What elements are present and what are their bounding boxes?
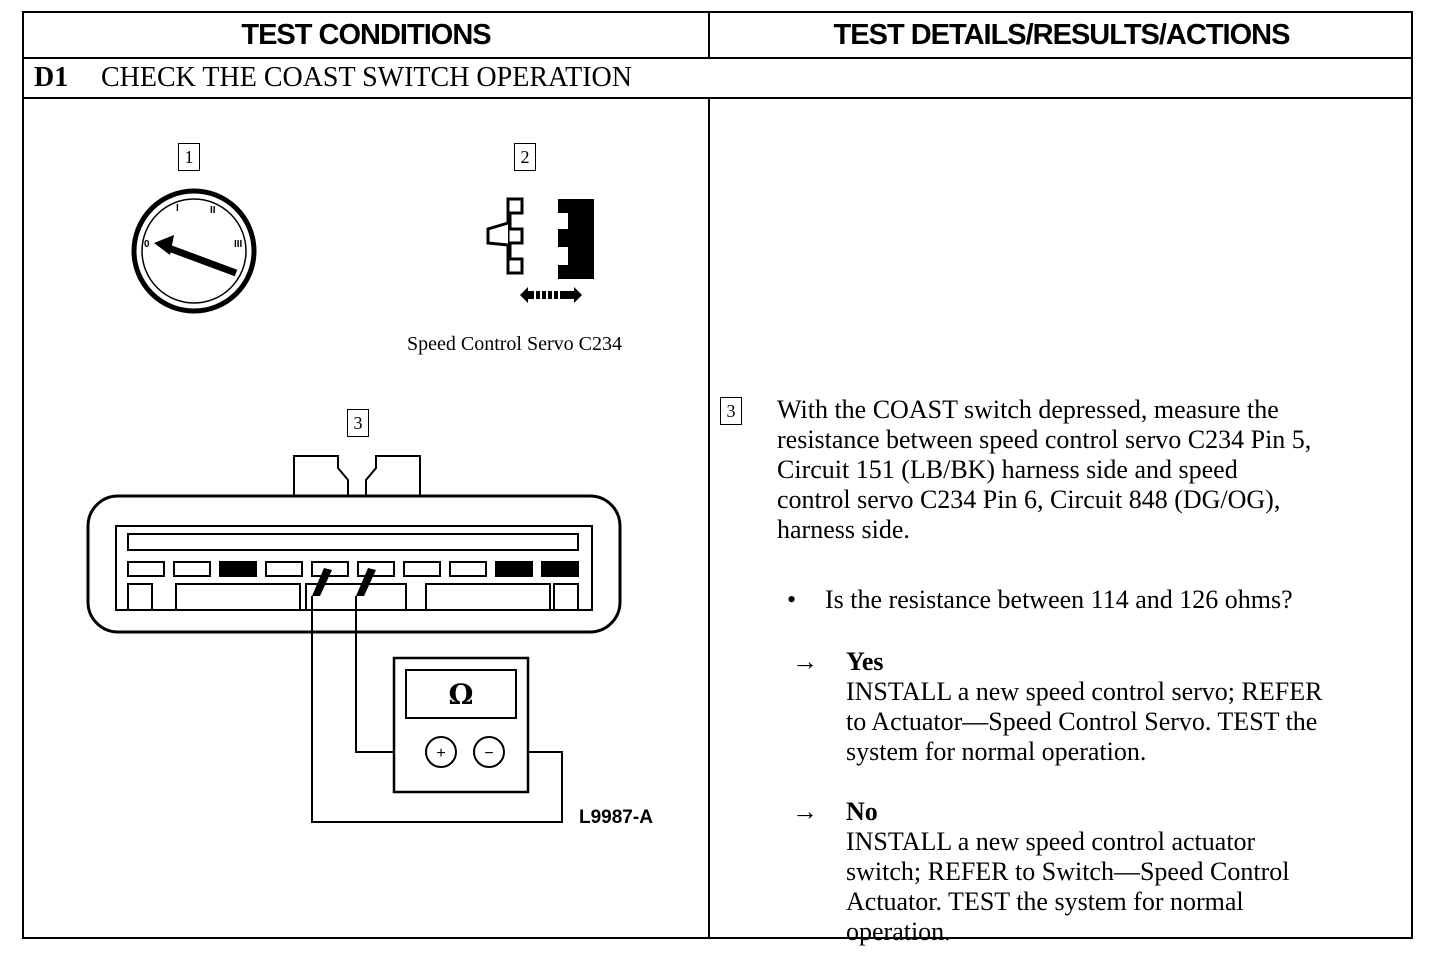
yes-response: Yes INSTALL a new speed control servo; R… [846, 647, 1322, 767]
callout-3: 3 [347, 409, 369, 437]
question-text: Is the resistance between 114 and 126 oh… [825, 585, 1293, 614]
question-bullet: • [787, 585, 797, 614]
no-arrow: → [792, 797, 818, 826]
ignition-mark-1: I [176, 203, 179, 214]
ignition-mark-3: III [234, 239, 243, 250]
instruction-text: With the COAST switch depressed, measure… [777, 395, 1311, 545]
no-line: switch; REFER to Switch—Speed Control [846, 857, 1290, 886]
servo-caption: Speed Control Servo C234 [407, 333, 622, 355]
instruction-line: harness side. [777, 515, 910, 544]
test-table: TEST CONDITIONS TEST DETAILS/RESULTS/ACT… [22, 11, 1413, 946]
no-response: No INSTALL a new speed control actuator … [846, 797, 1289, 947]
meter-ohm-symbol: Ω [449, 678, 474, 711]
connector-disconnect-icon [486, 197, 594, 303]
figure-id: L9987-A [579, 807, 653, 828]
step-title: CHECK THE COAST SWITCH OPERATION [101, 62, 632, 93]
test-details-panel: 3 With the COAST switch depressed, measu… [710, 101, 1411, 946]
no-label: No [846, 797, 878, 826]
no-line: operation. [846, 917, 951, 946]
test-conditions-panel: 1 2 0 I II III Speed Control S [24, 101, 708, 939]
meter-plus-label: + [436, 745, 445, 762]
details-callout-3: 3 [720, 397, 742, 425]
header-test-details: TEST DETAILS/RESULTS/ACTIONS [833, 19, 1291, 51]
yes-line: to Actuator—Speed Control Servo. TEST th… [846, 707, 1318, 736]
ignition-mark-2: II [210, 205, 216, 216]
no-line: Actuator. TEST the system for normal [846, 887, 1244, 916]
connector-meter-diagram: Ω + − [86, 455, 622, 823]
callout-1: 1 [178, 143, 200, 171]
instruction-line: With the COAST switch depressed, measure… [777, 395, 1279, 424]
instruction-line: Circuit 151 (LB/BK) harness side and spe… [777, 455, 1238, 484]
ignition-switch-icon: 0 I II III [131, 188, 257, 314]
header-test-conditions: TEST CONDITIONS [24, 13, 710, 57]
yes-line: INSTALL a new speed control servo; REFER [846, 677, 1323, 706]
instruction-line: control servo C234 Pin 6, Circuit 848 (D… [777, 485, 1281, 514]
callout-2: 2 [514, 143, 536, 171]
step-id: D1 [34, 62, 69, 93]
no-line: INSTALL a new speed control actuator [846, 827, 1256, 856]
ignition-mark-0: 0 [144, 239, 150, 250]
meter-minus-label: − [484, 745, 493, 762]
yes-label: Yes [846, 647, 884, 676]
column-divider [708, 99, 710, 939]
yes-arrow: → [792, 647, 818, 676]
step-row: D1 CHECK THE COAST SWITCH OPERATION [24, 57, 1411, 99]
instruction-line: resistance between speed control servo C… [777, 425, 1312, 454]
yes-line: system for normal operation. [846, 737, 1147, 766]
